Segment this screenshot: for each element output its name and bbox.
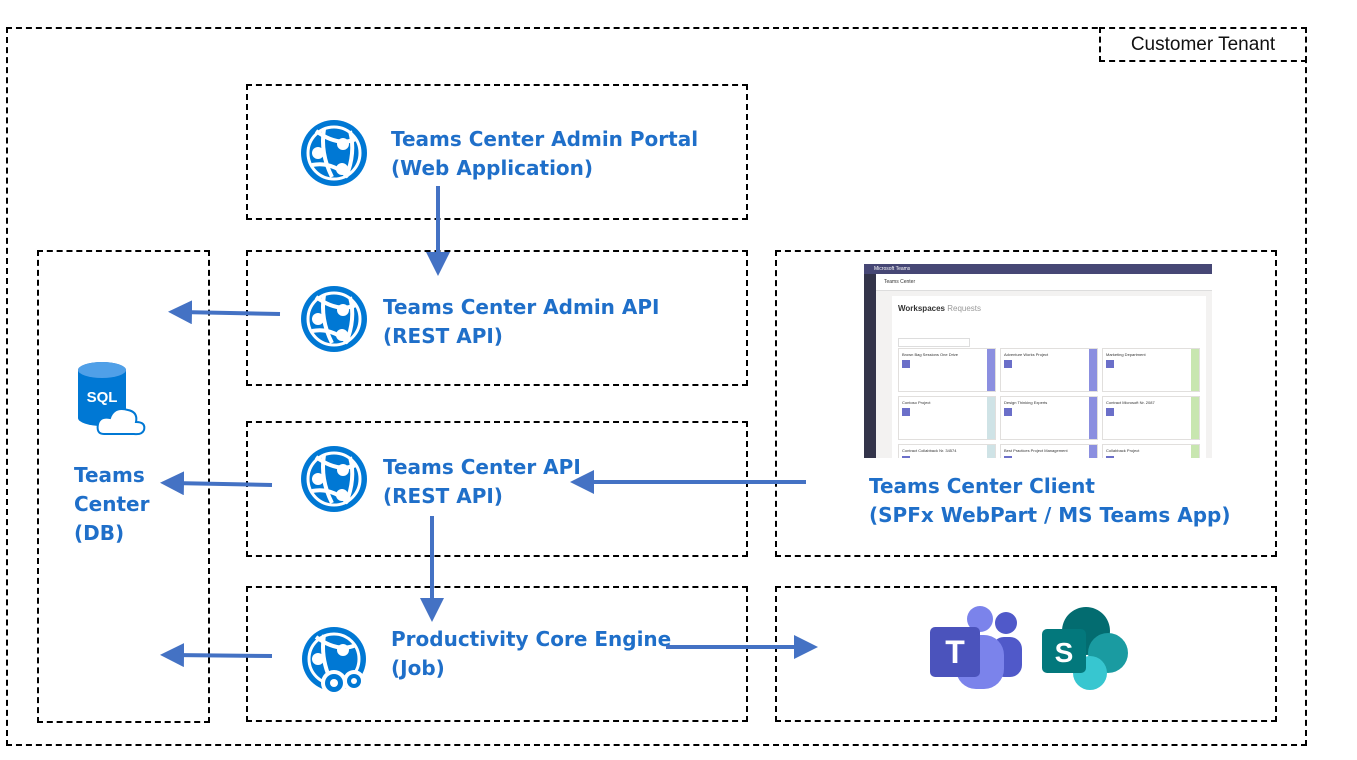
- screenshot-card-strip: [1191, 397, 1199, 439]
- client-subtitle: (SPFx WebPart / MS Teams App): [869, 503, 1231, 527]
- db-line1: Teams: [74, 463, 145, 487]
- client-group: [775, 250, 1277, 557]
- engine-title: Productivity Core Engine: [391, 627, 672, 651]
- db-group: [37, 250, 210, 723]
- screenshot-appbar: Teams Center: [876, 274, 1212, 291]
- screenshot-card: Brown Bag Sessions One Drive: [898, 348, 996, 392]
- microsoft-teams-icon: T: [930, 606, 1022, 689]
- screenshot-app-rail: [864, 274, 876, 458]
- admin-api-title: Teams Center Admin API: [383, 295, 660, 319]
- screenshot-heading-secondary: Requests: [947, 304, 982, 313]
- teams-api-label: Teams Center API (REST API): [383, 453, 581, 511]
- screenshot-app-title: Teams Center: [884, 279, 916, 285]
- screenshot-card-title: Contract Collabback Nr. 34574: [902, 448, 957, 453]
- teams-api-title: Teams Center API: [383, 455, 581, 479]
- arrow-teams-api-to-db: [160, 471, 273, 496]
- screenshot-card: Adventure Works Project: [1000, 348, 1098, 392]
- screenshot-card-strip: [1191, 349, 1199, 391]
- customer-tenant-boundary: [6, 27, 1307, 746]
- screenshot-card-title: Collabback Project: [1106, 448, 1140, 453]
- admin-api-subtitle: (REST API): [383, 324, 503, 348]
- screenshot-card-icon: [902, 408, 910, 416]
- screenshot-card-title: Brown Bag Sessions One Drive: [902, 352, 959, 357]
- screenshot-heading-main: Workspaces: [898, 304, 945, 313]
- customer-tenant-label: Customer Tenant: [1099, 27, 1307, 62]
- screenshot-card-title: Contoso Project: [902, 400, 931, 405]
- screenshot-card-icon: [1004, 408, 1012, 416]
- screenshot-card-strip: [1089, 445, 1097, 458]
- engine-label: Productivity Core Engine (Job): [391, 625, 671, 683]
- screenshot-card-title: Best Practices Project Management: [1004, 448, 1068, 453]
- screenshot-card-strip: [987, 397, 995, 439]
- screenshot-card-icon: [1106, 360, 1114, 368]
- globe-network-icon: [301, 446, 367, 512]
- screenshot-card-title: Marketing Department: [1106, 352, 1146, 357]
- screenshot-card-grid: Brown Bag Sessions One Drive Adventure Wo…: [898, 348, 1200, 458]
- admin-api-group: [246, 250, 748, 386]
- teams-api-group: [246, 421, 748, 557]
- arrow-admin-api-to-db: [168, 300, 281, 325]
- screenshot-card: Marketing Department: [1102, 348, 1200, 392]
- teams-api-subtitle: (REST API): [383, 484, 503, 508]
- db-label: Teams Center (DB): [74, 461, 149, 548]
- m365-group: [775, 586, 1277, 722]
- svg-text:S: S: [1055, 637, 1074, 668]
- screenshot-card-strip: [1191, 445, 1199, 458]
- screenshot-search: [898, 338, 970, 347]
- sql-icon-text: SQL: [87, 389, 118, 406]
- screenshot-card-icon: [902, 360, 910, 368]
- svg-text:T: T: [945, 634, 965, 670]
- admin-portal-subtitle: (Web Application): [391, 156, 594, 180]
- screenshot-card-strip: [1089, 349, 1097, 391]
- screenshot-card-title: Adventure Works Project: [1004, 352, 1049, 357]
- screenshot-card-icon: [1106, 456, 1114, 458]
- screenshot-card: Contract Microsoft Nr. 2087: [1102, 396, 1200, 440]
- screenshot-card: Contoso Project: [898, 396, 996, 440]
- screenshot-card-strip: [1089, 397, 1097, 439]
- screenshot-card: Design Thinking Experts: [1000, 396, 1098, 440]
- screenshot-heading: Workspaces Requests: [898, 304, 1206, 313]
- screenshot-card-icon: [1004, 456, 1012, 458]
- screenshot-card-strip: [987, 445, 995, 458]
- screenshot-card-icon: [902, 456, 910, 458]
- globe-network-icon: [301, 286, 367, 352]
- admin-api-label: Teams Center Admin API (REST API): [383, 293, 659, 351]
- db-line3: (DB): [74, 521, 125, 545]
- admin-portal-title: Teams Center Admin Portal: [391, 127, 699, 151]
- screenshot-card-title: Design Thinking Experts: [1004, 400, 1048, 405]
- client-screenshot: Microsoft Teams Teams Center Workspaces …: [864, 264, 1212, 458]
- arrow-engine-to-db: [160, 643, 273, 668]
- sql-database-icon: SQL: [78, 362, 146, 436]
- db-line2: Center: [74, 492, 150, 516]
- screenshot-card-icon: [1106, 408, 1114, 416]
- globe-network-icon: [301, 120, 367, 186]
- admin-portal-label: Teams Center Admin Portal (Web Applicati…: [391, 125, 698, 183]
- admin-portal-group: [246, 84, 748, 220]
- screenshot-card: Collabback Project: [1102, 444, 1200, 458]
- screenshot-pane: Workspaces Requests Brown Bag Sessions O…: [892, 296, 1206, 458]
- sharepoint-icon: S: [1042, 607, 1128, 690]
- engine-subtitle: (Job): [391, 656, 445, 680]
- screenshot-card: Best Practices Project Management: [1000, 444, 1098, 458]
- client-label: Teams Center Client (SPFx WebPart / MS T…: [869, 472, 1231, 530]
- screenshot-card-title: Contract Microsoft Nr. 2087: [1106, 400, 1155, 405]
- screenshot-titlebar: Microsoft Teams: [864, 264, 1212, 274]
- client-title: Teams Center Client: [869, 474, 1095, 498]
- screenshot-card-strip: [987, 349, 995, 391]
- screenshot-card-icon: [1004, 360, 1012, 368]
- screenshot-card: Contract Collabback Nr. 34574: [898, 444, 996, 458]
- globe-gears-icon: [302, 627, 366, 696]
